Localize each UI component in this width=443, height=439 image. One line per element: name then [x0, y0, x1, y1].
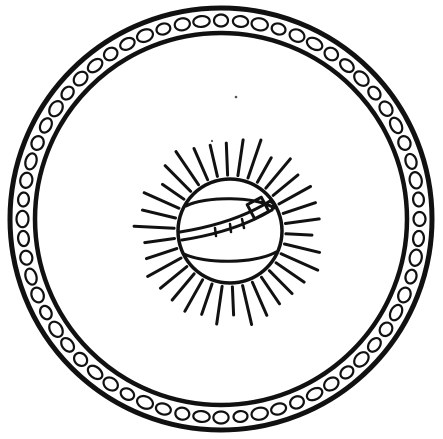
sun-ray — [226, 143, 227, 175]
canoe-rib-1 — [215, 228, 216, 236]
sun-ray — [134, 226, 174, 228]
speck — [235, 96, 238, 99]
speck — [211, 140, 213, 142]
canoe-rib-2 — [230, 224, 231, 232]
sun-ray — [286, 234, 312, 235]
sun-ray — [232, 287, 233, 315]
